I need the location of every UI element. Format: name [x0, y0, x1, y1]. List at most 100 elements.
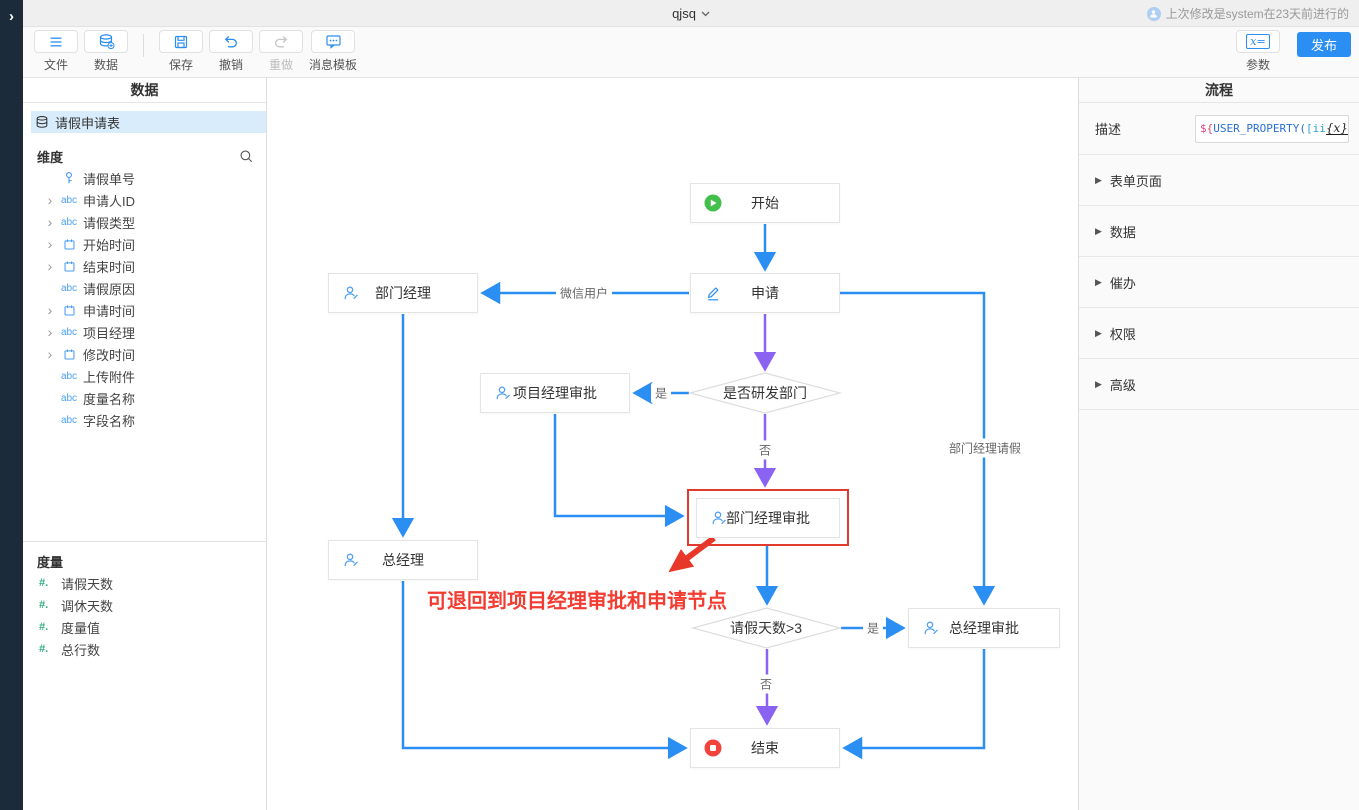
search-icon[interactable] — [239, 149, 254, 164]
section-label: 高级 — [1109, 377, 1136, 393]
node-label: 项目经理审批 — [513, 385, 597, 401]
measure-label: 度量值 — [61, 620, 101, 636]
edge-label-yes[interactable]: 是 — [862, 618, 884, 638]
dimension-item[interactable]: abc 请假原因 — [23, 277, 266, 299]
section-permission[interactable]: ▶ 权限 — [1079, 308, 1359, 359]
expand-chevron-icon[interactable]: › — [47, 214, 53, 230]
edge-label-no[interactable]: 否 — [754, 440, 776, 460]
data-panel-title: 数据 — [23, 78, 266, 103]
expand-chevron-icon[interactable]: › — [47, 324, 53, 340]
formula-icon[interactable]: {x} — [1325, 121, 1348, 135]
section-form-page[interactable]: ▶ 表单页面 — [1079, 155, 1359, 206]
publish-button[interactable]: 发布 — [1297, 32, 1351, 57]
node-start[interactable]: 开始 — [690, 183, 840, 223]
dimension-item[interactable]: › abc 申请人ID — [23, 189, 266, 211]
save-button[interactable]: 保存 — [159, 30, 203, 73]
expand-chevron-icon[interactable]: › — [47, 236, 53, 252]
redo-button[interactable]: 重做 — [259, 30, 303, 73]
measure-item[interactable]: #. 调休天数 — [23, 594, 266, 616]
collapse-rail: › — [0, 0, 23, 810]
message-template-icon — [325, 35, 341, 49]
abc-icon: abc — [60, 326, 78, 338]
measure-label: 总行数 — [61, 642, 101, 658]
undo-button-label: 撤销 — [218, 58, 243, 72]
section-remind[interactable]: ▶ 催办 — [1079, 257, 1359, 308]
dimension-item[interactable]: abc 度量名称 — [23, 387, 266, 409]
page-title: qjsq — [672, 6, 696, 21]
save-icon — [174, 35, 188, 48]
section-data[interactable]: ▶ 数据 — [1079, 206, 1359, 257]
node-dept-manager[interactable]: 部门经理 — [328, 273, 478, 313]
user-icon — [342, 284, 360, 302]
dimensions-title: 维度 — [37, 149, 64, 165]
node-general-manager[interactable]: 总经理 — [328, 540, 478, 580]
data-button[interactable]: 数据 — [84, 30, 128, 73]
dimension-item[interactable]: › 申请时间 — [23, 299, 266, 321]
params-icon: x= — [1246, 34, 1270, 49]
description-input[interactable]: ${USER_PROPERTY([ii {x} — [1195, 114, 1349, 143]
node-project-manager-approval[interactable]: 项目经理审批 — [480, 373, 630, 413]
document-title-dropdown[interactable]: qjsq — [672, 0, 710, 27]
edge-label-yes[interactable]: 是 — [650, 383, 672, 403]
play-icon — [704, 194, 722, 212]
calendar-icon — [64, 238, 74, 249]
annotation-text: 可退回到项目经理审批和申请节点 — [427, 590, 727, 613]
node-is-rd-dept-label[interactable]: 是否研发部门 — [723, 385, 807, 401]
node-leave-days-gt3-label[interactable]: 请假天数>3 — [730, 620, 802, 636]
process-panel-title: 流程 — [1079, 78, 1359, 103]
dimension-item[interactable]: › 结束时间 — [23, 255, 266, 277]
dimension-label: 请假类型 — [83, 215, 136, 231]
abc-icon: abc — [60, 282, 78, 294]
expand-panel-icon[interactable]: › — [9, 8, 14, 25]
section-advanced[interactable]: ▶ 高级 — [1079, 359, 1359, 410]
file-button[interactable]: 文件 — [34, 30, 78, 73]
edge-label-dept-manager-leave[interactable]: 部门经理请假 — [944, 438, 1026, 458]
expand-chevron-icon[interactable]: › — [47, 258, 53, 274]
chevron-down-icon — [701, 11, 710, 16]
node-general-manager-approval[interactable]: 总经理审批 — [908, 608, 1060, 648]
node-apply[interactable]: 申请 — [690, 273, 840, 313]
measure-item[interactable]: #. 请假天数 — [23, 572, 266, 594]
node-dept-manager-approval[interactable]: 部门经理审批 — [696, 498, 840, 538]
dimension-item[interactable]: abc 上传附件 — [23, 365, 266, 387]
save-button-label: 保存 — [168, 58, 193, 72]
user-avatar-icon — [1146, 6, 1161, 21]
dimension-item[interactable]: 请假单号 — [23, 167, 266, 189]
dimension-item[interactable]: › 开始时间 — [23, 233, 266, 255]
dimension-item[interactable]: › abc 请假类型 — [23, 211, 266, 233]
dimension-item[interactable]: › abc 项目经理 — [23, 321, 266, 343]
table-item-selected[interactable]: 请假申请表 — [31, 111, 266, 133]
edge-label-no[interactable]: 否 — [755, 674, 777, 694]
section-label: 表单页面 — [1109, 173, 1162, 189]
caret-right-icon: ▶ — [1095, 225, 1102, 236]
process-panel: 流程 描述 ${USER_PROPERTY([ii {x} ▶ 表单页面 ▶ 数… — [1078, 78, 1359, 810]
message-template-button[interactable]: 消息模板 — [309, 30, 357, 73]
expand-chevron-icon[interactable]: › — [47, 346, 53, 362]
expand-chevron-icon[interactable]: › — [47, 302, 53, 318]
node-end[interactable]: 结束 — [690, 728, 840, 768]
last-modified-status: 上次修改是system在23天前进行的 — [1146, 0, 1349, 27]
node-label: 申请 — [751, 285, 779, 301]
measure-item[interactable]: #. 度量值 — [23, 616, 266, 638]
expand-chevron-icon[interactable]: › — [47, 192, 53, 208]
dimension-label: 申请时间 — [83, 303, 136, 319]
stop-icon — [704, 739, 722, 757]
database-icon — [99, 34, 114, 50]
flow-canvas[interactable]: 开始 申请 部门经理 项目经理审批 是否研发部门 部门经理审批 — [267, 78, 1078, 810]
dimension-item[interactable]: › 修改时间 — [23, 343, 266, 365]
annotation-arrow — [668, 535, 716, 573]
undo-icon — [225, 35, 237, 47]
calendar-icon — [64, 260, 74, 271]
dimension-label: 结束时间 — [83, 259, 136, 275]
user-icon — [342, 551, 360, 569]
top-bar: qjsq 上次修改是system在23天前进行的 — [23, 0, 1359, 27]
abc-icon: abc — [60, 370, 78, 382]
measure-item[interactable]: #. 总行数 — [23, 638, 266, 660]
undo-button[interactable]: 撤销 — [209, 30, 253, 73]
user-icon — [710, 509, 728, 527]
edge-label-wechat-user[interactable]: 微信用户 — [555, 283, 613, 303]
calendar-icon — [64, 348, 74, 359]
abc-icon: abc — [60, 194, 78, 206]
params-button[interactable]: x= 参数 — [1236, 30, 1280, 73]
dimension-item[interactable]: abc 字段名称 — [23, 409, 266, 431]
